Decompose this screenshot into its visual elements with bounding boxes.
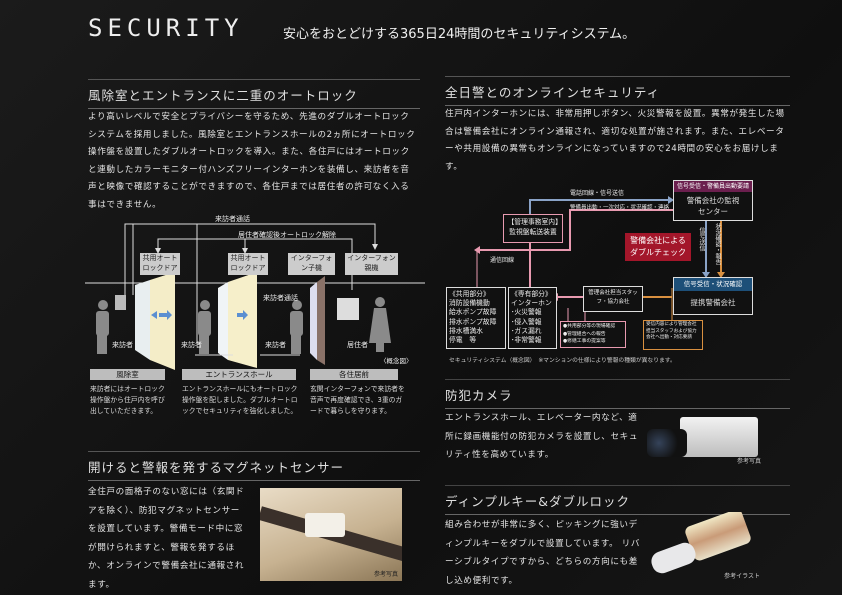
label-visitor: 来訪者 <box>112 341 133 349</box>
autolock-body: より高いレベルで安全とプライバシーを守るため、先進のダブルオートロックシステムを… <box>88 112 416 210</box>
intercom-monitor <box>337 298 359 320</box>
photo-caption: 参考写真 <box>373 571 398 578</box>
label-report: 状況確認・報告 <box>714 223 721 265</box>
photo-caption: 参考イラスト <box>724 573 760 580</box>
zone-desc: 玄関インターフォンで来訪者を音声で再度確認でき、3重のガードで暮らしを守ります。 <box>310 385 405 415</box>
label-phone-line: 電話回線・信号送信 <box>570 190 625 197</box>
dimple-key-illustration: 参考イラスト <box>648 512 763 582</box>
door1-box: 共用オートロックドア <box>140 253 180 275</box>
autolock-diagram-lines <box>85 223 425 370</box>
partner-header: 信号受信・状況確認 <box>674 278 752 291</box>
request-box: 受信内容により管理会社担当スタッフおよび協力会社へ出動・対応要請 <box>643 320 703 350</box>
zone-desc: エントランスホールにもオートロック操作盤を配しました。ダブルオートロックでセキュ… <box>182 385 298 415</box>
camera-title: 防犯カメラ <box>445 379 790 409</box>
flow-caption: セキュリティシステム（概念図） ※マンションの仕様により警報の種類が異なります。 <box>449 358 676 364</box>
private-area-box: 《専有部分》 インターホン ･火災警報 ･侵入警報 ･ガス漏れ ･非常警報 <box>508 287 557 349</box>
common-title: 《共用部分》 <box>449 290 490 298</box>
label-visitor-call: 来訪者通話 <box>215 215 250 223</box>
zone-bar: エントランスホール <box>182 369 296 380</box>
door-glass <box>150 272 175 370</box>
door-glass <box>228 272 257 368</box>
camera-photo: 参考写真 <box>645 415 763 465</box>
online-body: 住戸内インターホンには、非常用押しボタン、火災警報を設置。異常が発生した場合は警… <box>445 109 785 172</box>
magnet-sensor-photo: 参考写真 <box>260 488 402 581</box>
monitor-center-header: 信号受信・警備員出動要請 <box>674 181 752 192</box>
private-item: ･非常警報 <box>511 336 542 345</box>
autolock-title: 風除室とエントランスに二重のオートロック <box>88 79 420 109</box>
intercom-child-box: インターフォン子機 <box>288 253 335 275</box>
online-title: 全日警とのオンラインセキュリティ <box>445 76 790 106</box>
open-arrow-icon <box>151 310 172 320</box>
private-title: 《専有部分》 <box>511 290 552 298</box>
autolock-panel <box>115 295 126 310</box>
monitor-center-box: 信号受信・警備員出動要請 警備会社の監視センター <box>673 180 753 221</box>
label-unlock: 居住者確認後オートロック解除 <box>238 231 336 239</box>
private-item: インターホン <box>511 299 552 308</box>
label-visitor-call-2: 来訪者通話 <box>263 294 298 302</box>
staff-tasks-box: ●共用部分等の現場確認 ●管理組合への報告 ●修繕工事の提案等 <box>560 321 626 348</box>
label-concept: 〈概念図〉 <box>380 357 413 365</box>
zone-bar: 風除室 <box>90 369 165 380</box>
staff-task: ●修繕工事の提案等 <box>563 339 606 344</box>
common-item: 停電 等 <box>449 336 477 345</box>
magnet-body: 全住戸の面格子のない窓には（玄関ドアを除く）、防犯マグネットセンサーを設置してい… <box>88 487 245 590</box>
common-item: 排水槽満水 <box>449 326 483 335</box>
common-item: 消防設備機動 <box>449 299 490 308</box>
door-glass <box>218 282 228 360</box>
door2-box: 共用オートロックドア <box>228 253 268 275</box>
label-resident: 居住者 <box>347 341 368 349</box>
door-glass <box>135 280 150 360</box>
page-title: SECURITY <box>88 14 244 42</box>
common-item: 給水ポンプ故障 <box>449 308 497 317</box>
front-door <box>310 282 317 360</box>
dimple-body: 組み合わせが非常に多く、ピッキングに強いディンプルキーをダブルで設置しています。… <box>445 520 641 586</box>
common-item: 排水ポンプ故障 <box>449 317 497 326</box>
private-item: ･ガス漏れ <box>511 326 542 335</box>
office-box: 【管理事務室内】監視盤転送装置 <box>503 214 563 243</box>
label-signal: 信号送信 <box>698 227 705 251</box>
person-icons <box>96 297 391 354</box>
label-dispatch: 警備員出動・一次対応・状況確認・連絡 <box>570 205 670 211</box>
label-visitor: 来訪者 <box>265 341 286 349</box>
zone-desc: 来訪者にはオートロック操作盤から住戸内を呼び出していただきます。 <box>90 385 165 415</box>
magnet-title: 開けると警報を発するマグネットセンサー <box>88 451 420 481</box>
double-check-box: 警備会社によるダブルチェック <box>625 233 691 261</box>
camera-body: エントランスホール、エレベーター内など、適所に録画機能付の防犯カメラを設置し、セ… <box>445 413 639 460</box>
front-door <box>317 276 325 365</box>
staff-box: 管理会社担当スタッフ・協力会社 <box>583 286 643 312</box>
staff-task: ●共用部分等の現場確認 <box>563 324 616 329</box>
common-area-box: 《共用部分》 消防設備機動 給水ポンプ故障 排水ポンプ故障 排水槽満水 停電 等 <box>446 287 506 349</box>
label-comm-line: 通信回線 <box>490 257 515 264</box>
zone-bar: 各住居前 <box>310 369 398 380</box>
partner-box: 信号受信・状況確認 提携警備会社 <box>673 277 753 315</box>
dimple-title: ディンプルキー&ダブルロック <box>445 485 790 515</box>
label-visitor: 来訪者 <box>181 341 202 349</box>
partner-body: 提携警備会社 <box>690 298 736 307</box>
staff-task: ●管理組合への報告 <box>563 331 606 337</box>
intercom-parent-box: インターフォン親機 <box>345 253 398 275</box>
private-item: ･火災警報 <box>511 308 542 317</box>
monitor-center-body: 警備会社の監視センター <box>686 196 740 216</box>
page-subtitle: 安心をおとどけする365日24時間のセキュリティシステム。 <box>283 27 636 42</box>
private-item: ･侵入警報 <box>511 317 542 326</box>
open-arrow-icon <box>237 310 248 320</box>
photo-caption: 参考写真 <box>736 458 761 465</box>
